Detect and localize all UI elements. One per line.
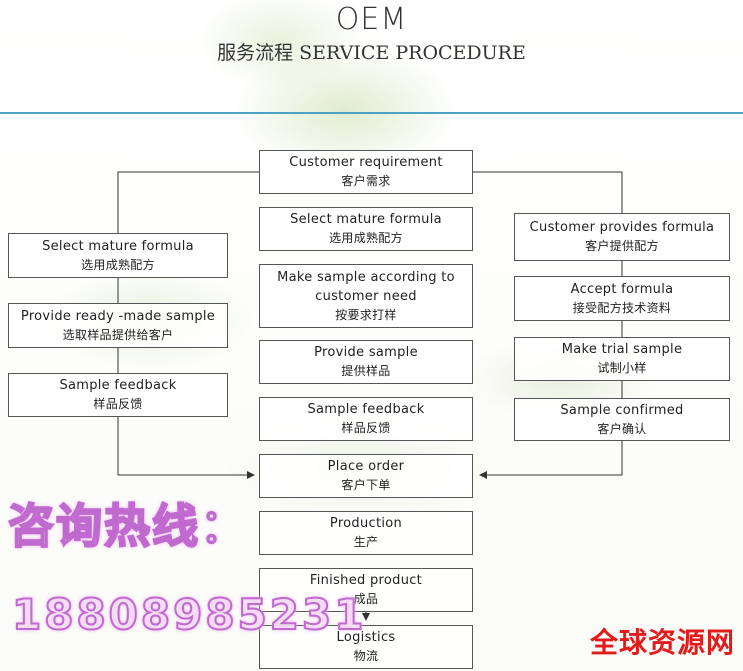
left-step-select-mature-formula: Select mature formula 选用成熟配方 bbox=[8, 233, 228, 278]
right-to-order-arrow bbox=[480, 441, 622, 475]
step-make-sample: Make sample according to customer need 按… bbox=[259, 264, 473, 328]
left-branch-line bbox=[118, 172, 259, 233]
hotline-title: 咨询热线： bbox=[8, 490, 248, 556]
right-branch-line bbox=[473, 172, 622, 213]
left-step-sample-feedback: Sample feedback 样品反馈 bbox=[8, 373, 228, 417]
step-sample-feedback-center: Sample feedback 样品反馈 bbox=[259, 397, 473, 441]
step-provide-sample: Provide sample 提供样品 bbox=[259, 340, 473, 384]
site-watermark: 全球资源网 bbox=[590, 621, 735, 661]
right-step-make-trial-sample: Make trial sample 试制小样 bbox=[514, 337, 730, 381]
right-step-customer-provides-formula: Customer provides formula 客户提供配方 bbox=[514, 213, 730, 261]
step-select-mature-formula-center: Select mature formula 选用成熟配方 bbox=[259, 207, 473, 251]
right-step-sample-confirmed: Sample confirmed 客户确认 bbox=[514, 398, 730, 441]
hotline-phone-number: 18808985231 bbox=[12, 590, 366, 639]
step-production: Production 生产 bbox=[259, 511, 473, 555]
step-place-order: Place order 客户下单 bbox=[259, 454, 473, 498]
left-step-provide-ready-made-sample: Provide ready -made sample 选取样品提供给客户 bbox=[8, 303, 228, 348]
left-to-order-arrow bbox=[118, 417, 254, 475]
right-step-accept-formula: Accept formula 接受配方技术资料 bbox=[514, 276, 730, 321]
step-customer-requirement: Customer requirement 客户需求 bbox=[259, 150, 473, 194]
